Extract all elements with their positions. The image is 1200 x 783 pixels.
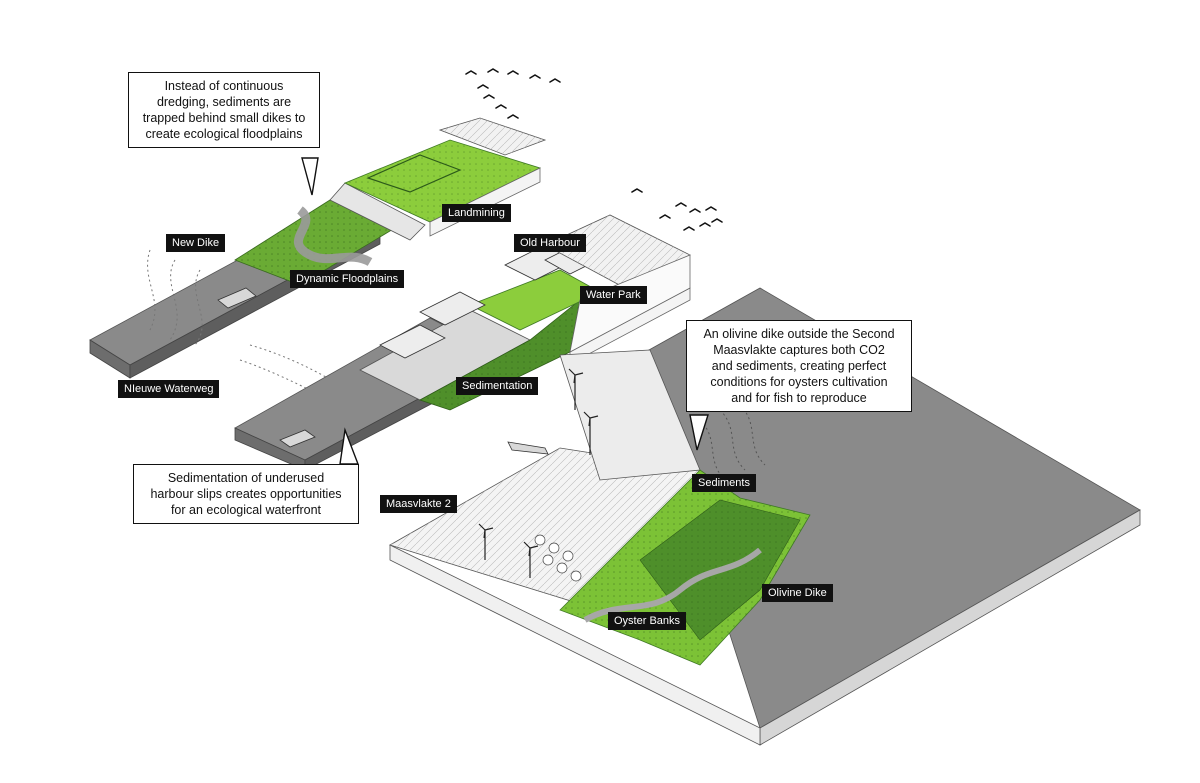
label-dynamic-floodplains: Dynamic Floodplains	[290, 270, 405, 288]
birds	[465, 68, 723, 231]
urban-grid-1	[440, 118, 545, 155]
label-sedimentation: Sedimentation	[456, 377, 539, 395]
callout-olivine-line-1: An olivine dike outside the Second	[703, 327, 895, 341]
label-nieuwe-waterweg: NIeuwe Waterweg	[118, 380, 220, 398]
callout-harbour-line-1: Sedimentation of underused	[167, 471, 325, 485]
ship-3	[507, 441, 549, 455]
label-new-dike: New Dike	[166, 234, 226, 252]
label-olivine-dike: Olivine Dike	[762, 584, 833, 602]
callout-dredging-line-4: create ecological floodplains	[145, 127, 303, 141]
callout-dredging-line-1: Instead of continuous	[164, 79, 284, 93]
landmining-texture	[345, 140, 540, 222]
sea-side-front	[389, 544, 761, 746]
label-maasvlakte-2: Maasvlakte 2	[380, 495, 457, 513]
oyster-channel	[583, 547, 762, 623]
boat-1	[217, 287, 257, 309]
callout-dredging-line-2: dredging, sediments are	[156, 95, 292, 109]
callout-olivine-line-2: Maasvlakte captures both CO2	[713, 343, 885, 357]
block-old-harbour	[234, 214, 691, 471]
sediment-flow-5	[249, 344, 346, 389]
callout-olivine-line-3: and sediments, creating perfect	[711, 359, 887, 373]
new-dike-strip	[329, 182, 426, 241]
label-landmining: Landmining	[442, 204, 511, 222]
wind-turbines	[478, 368, 599, 578]
floodplain-channel	[293, 206, 373, 267]
callout-leaders	[301, 157, 709, 465]
label-water-park: Water Park	[580, 286, 647, 304]
callout-harbour-line-2: harbour slips creates opportunities	[150, 487, 342, 501]
landmining-pit	[366, 154, 462, 193]
callout-harbour-line-3: for an ecological waterfront	[170, 503, 322, 517]
sediment-flow-1	[147, 249, 156, 331]
label-sediments: Sediments	[692, 474, 756, 492]
callout-dredging: Instead of continuous dredging, sediment…	[128, 72, 320, 148]
label-old-harbour: Old Harbour	[514, 234, 586, 252]
warehouse-2	[419, 291, 486, 326]
boat-2	[279, 429, 316, 448]
callout-harbour: Sedimentation of underused harbour slips…	[133, 464, 359, 524]
floodplain-texture	[235, 200, 400, 285]
callout-olivine: An olivine dike outside the Second Maasv…	[686, 320, 912, 412]
warehouse-1	[379, 324, 446, 359]
callout-olivine-line-4: conditions for oysters cultivation	[710, 375, 888, 389]
callout-olivine-line-5: and for fish to reproduce	[731, 391, 867, 405]
label-oyster-banks: Oyster Banks	[608, 612, 687, 630]
callout-dredging-line-3: trapped behind small dikes to	[142, 111, 306, 125]
block-nieuwe-waterweg	[89, 117, 547, 401]
